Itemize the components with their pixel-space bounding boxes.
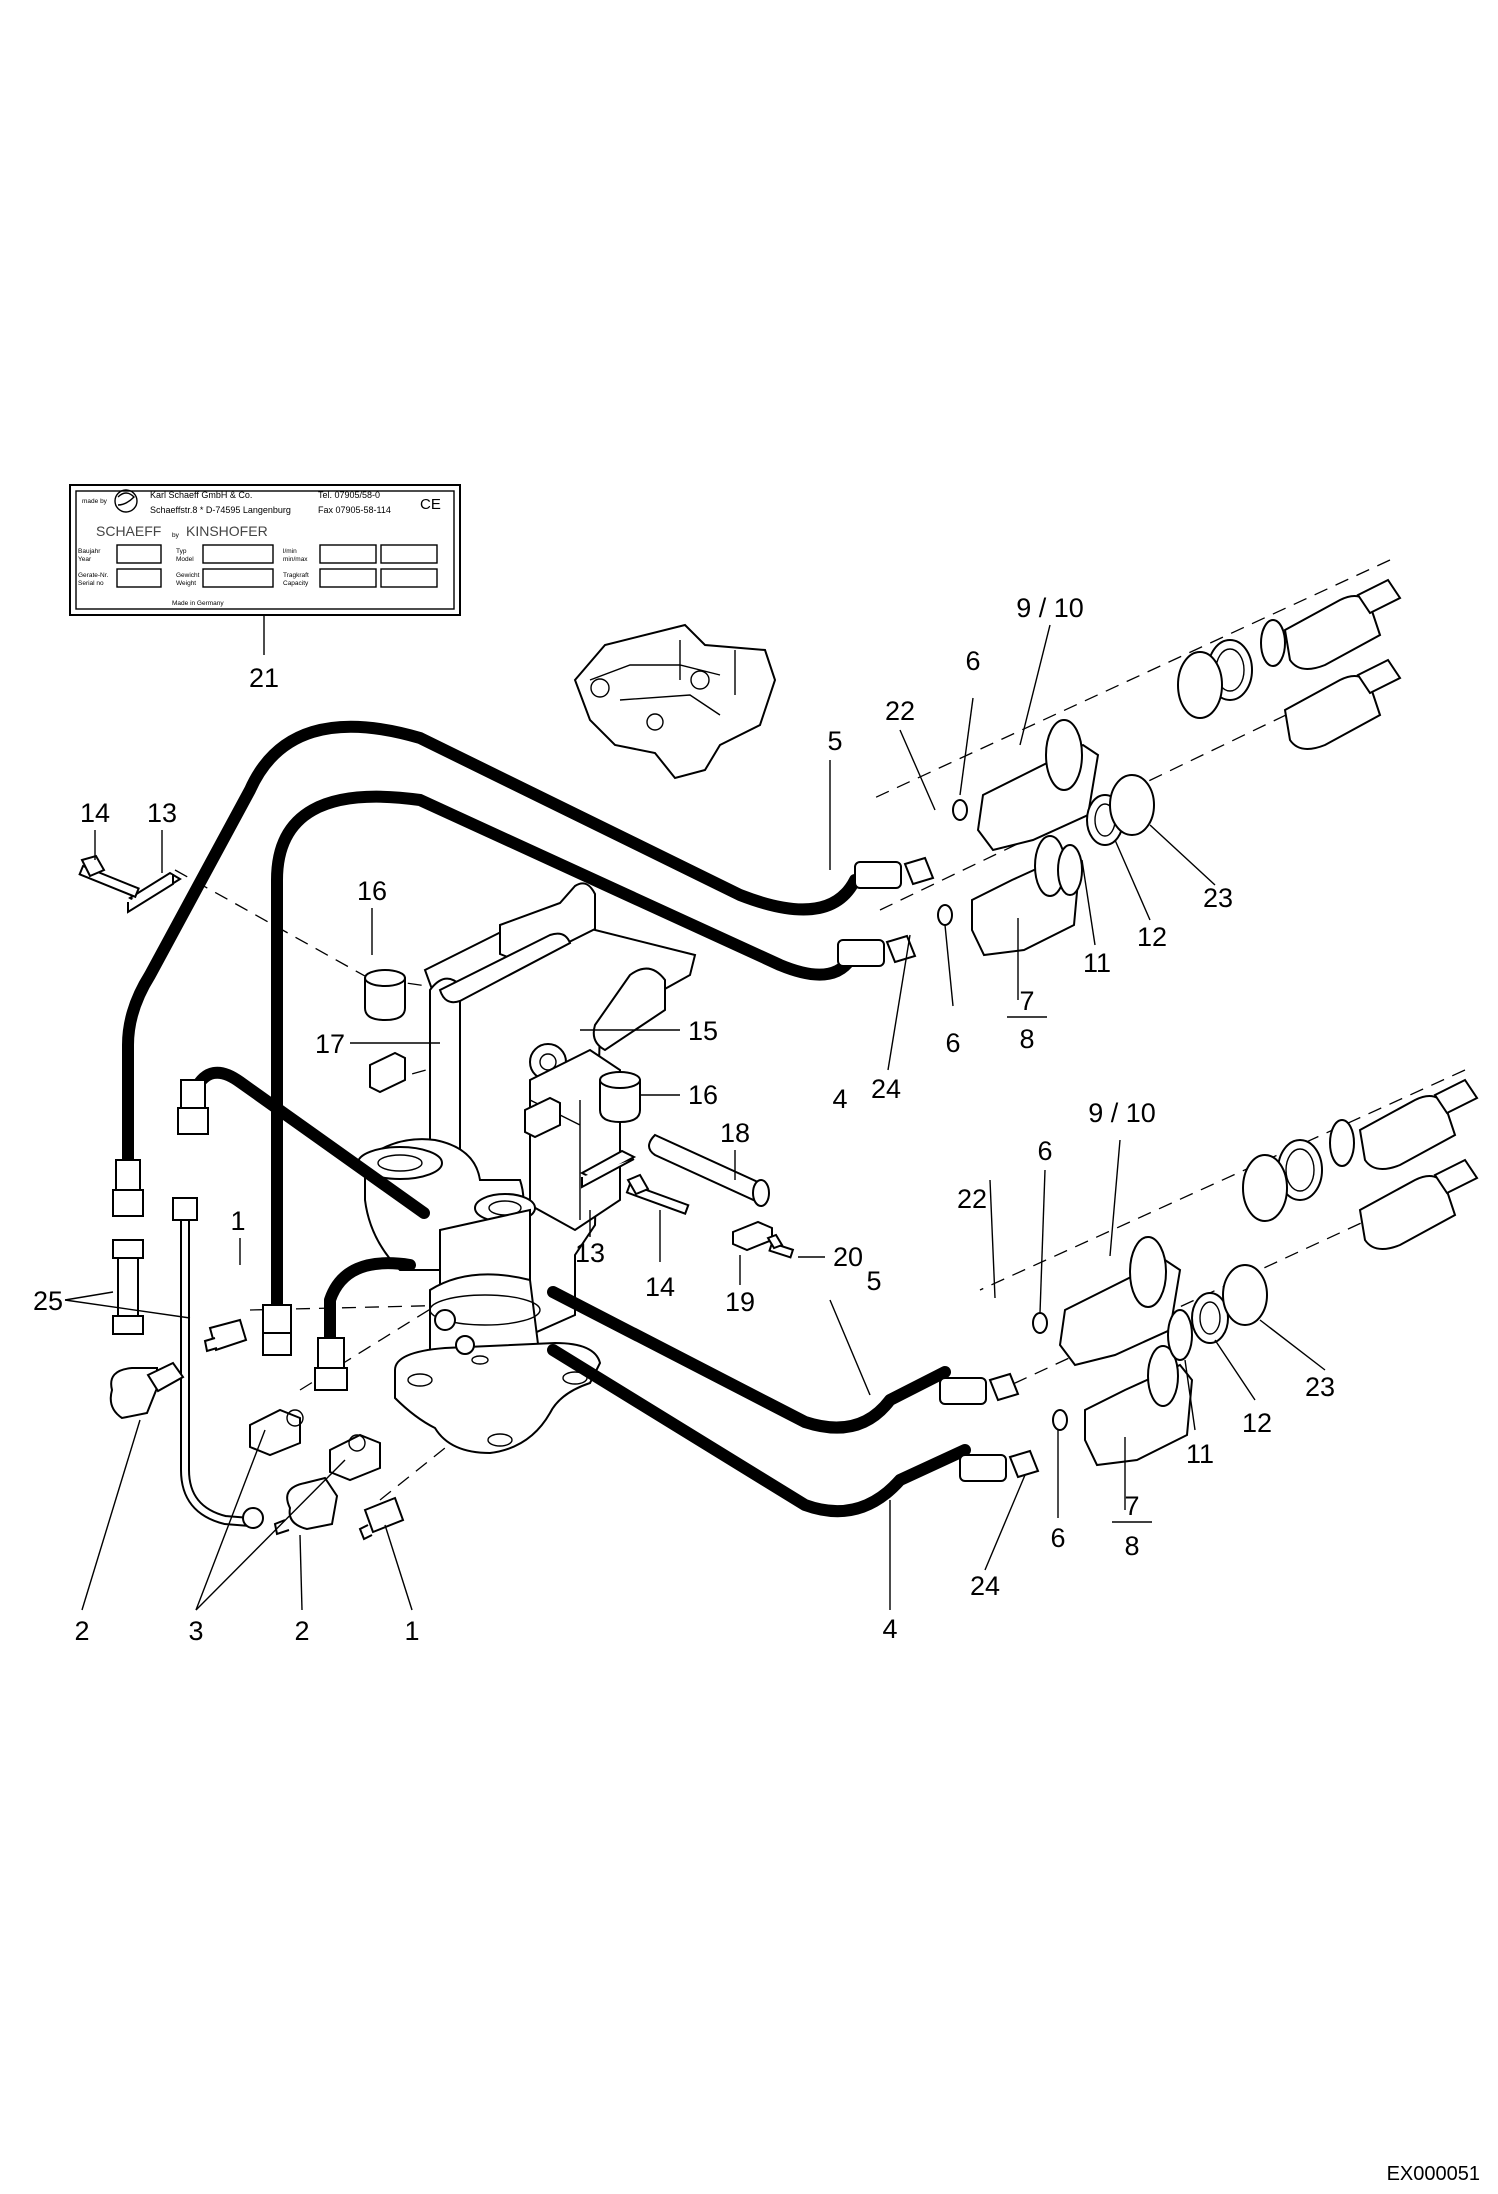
label-7-lower: 7 — [1124, 1491, 1139, 1521]
label-7-upper: 7 — [1019, 986, 1034, 1016]
label-8-lower: 8 — [1124, 1531, 1139, 1561]
label-2-left: 2 — [74, 1616, 89, 1646]
schaeff-logo — [114, 489, 138, 513]
field-year-label-1: Baujahr — [78, 548, 101, 555]
field-serial-label-1: Gerate-Nr. — [78, 572, 109, 579]
field-type-label-2: Model — [176, 556, 194, 563]
hydraulic-hoses — [122, 720, 971, 1527]
label-12-lower: 12 — [1242, 1408, 1272, 1438]
hose-end-fittings-left — [112, 1079, 348, 1529]
field-flow-label-1: l/min — [283, 548, 297, 555]
label-6-lower-b: 6 — [1050, 1523, 1065, 1553]
made-in-germany: Made in Germany — [172, 600, 224, 607]
label-13-upper: 13 — [147, 798, 177, 828]
label-12-upper: 12 — [1137, 922, 1167, 952]
field-capacity-label-2: Capacity — [283, 580, 309, 587]
label-23-lower: 23 — [1305, 1372, 1335, 1402]
bolt-and-clip-upper — [78, 854, 182, 914]
label-22-upper: 22 — [885, 696, 915, 726]
label-23-upper: 23 — [1203, 883, 1233, 913]
label-6-upper-b: 6 — [945, 1028, 960, 1058]
label-15: 15 — [688, 1016, 718, 1046]
bolt-and-clip-lower — [579, 1149, 690, 1215]
quick-coupler-sketch — [573, 623, 777, 780]
label-16-lower: 16 — [688, 1080, 718, 1110]
label-5-lower: 5 — [866, 1266, 881, 1296]
quick-coupling-set-upper — [837, 578, 1402, 967]
label-24-upper: 24 — [871, 1074, 901, 1104]
label-25: 25 — [33, 1286, 63, 1316]
leader-lines — [64, 624, 1326, 1611]
label-8-upper: 8 — [1019, 1024, 1034, 1054]
label-16-upper: 16 — [357, 876, 387, 906]
nameplate-address: Schaeffstr.8 * D-74595 Langenburg — [150, 505, 291, 515]
nameplate-fax: Fax 07905-58-114 — [318, 505, 391, 515]
label-13-lower: 13 — [575, 1238, 605, 1268]
label-11-upper: 11 — [1083, 948, 1111, 978]
field-capacity-label-1: Tragkraft — [283, 572, 309, 579]
clip-and-screw — [732, 1220, 795, 1259]
label-21: 21 — [249, 663, 279, 693]
assembly-centerlines — [174, 559, 1466, 1501]
label-24-lower: 24 — [970, 1571, 1000, 1601]
part-number-labels: 21 14 13 16 15 17 16 18 13 14 19 20 1 25… — [33, 593, 1335, 1646]
label-9-10-lower: 9 / 10 — [1088, 1098, 1156, 1128]
ce-mark: CE — [420, 496, 441, 513]
nameplate-company: Karl Schaeff GmbH & Co. — [150, 490, 252, 500]
field-serial-label-2: Serial no — [78, 580, 104, 587]
nameplate: made by Karl Schaeff GmbH & Co. Schaeffs… — [69, 484, 461, 616]
label-6-upper-a: 6 — [965, 646, 980, 676]
adapters — [109, 1318, 405, 1541]
label-18: 18 — [720, 1118, 750, 1148]
field-weight-label-1: Gewicht — [176, 572, 200, 579]
label-6-lower-a: 6 — [1037, 1136, 1052, 1166]
label-2-right: 2 — [294, 1616, 309, 1646]
label-17: 17 — [315, 1029, 345, 1059]
label-5-upper: 5 — [827, 726, 842, 756]
label-1-upper: 1 — [230, 1206, 245, 1236]
brand-schaeff: SCHAEFF — [96, 523, 161, 539]
label-9-10-upper: 9 / 10 — [1016, 593, 1084, 623]
field-flow-label-2: min/max — [283, 556, 308, 563]
field-type-label-1: Typ — [176, 548, 187, 555]
label-4-lower: 4 — [882, 1614, 897, 1644]
label-11-lower: 11 — [1186, 1439, 1214, 1469]
brand-by: by — [172, 532, 180, 539]
label-19: 19 — [725, 1287, 755, 1317]
label-1-lower: 1 — [404, 1616, 419, 1646]
nameplate-made-by: made by — [82, 498, 108, 505]
nameplate-tel: Tel. 07905/58-0 — [318, 490, 380, 500]
field-weight-label-2: Weight — [176, 580, 196, 587]
label-14-upper: 14 — [80, 798, 110, 828]
label-14-lower: 14 — [645, 1272, 675, 1302]
label-4-upper: 4 — [832, 1084, 847, 1114]
field-year-label-2: Year — [78, 556, 92, 563]
brand-kinshofer: KINSHOFER — [186, 523, 268, 539]
quick-coupling-set-lower — [939, 1078, 1479, 1482]
label-22-lower: 22 — [957, 1184, 987, 1214]
rotator-bracket-assembly — [357, 882, 770, 1455]
drawing-id: EX000051 — [1386, 2163, 1480, 2185]
label-3: 3 — [188, 1616, 203, 1646]
label-20: 20 — [833, 1242, 863, 1272]
